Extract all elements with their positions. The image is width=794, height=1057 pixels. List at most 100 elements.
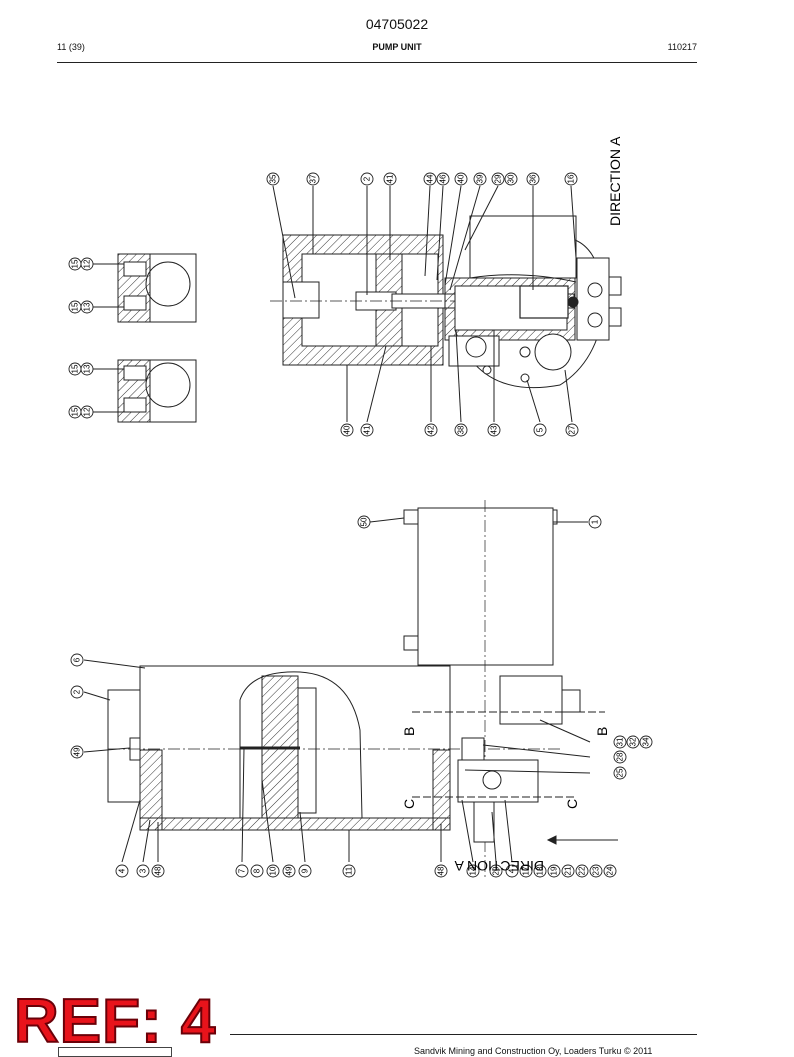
ref-stamp: REF: 4 (13, 986, 217, 1057)
callout-number: 40 (457, 174, 466, 183)
callout-callouts_lower_bottom_row-3: 7 (235, 864, 249, 878)
callout-callouts_lower_bottom_row-15: 19 (547, 864, 561, 878)
callout-callouts_left_details-3: 13 (80, 300, 94, 314)
valve-lower (499, 675, 563, 725)
callout-callouts_top_row-6: 40 (454, 172, 468, 186)
callout-callouts_top_row-3: 41 (383, 172, 397, 186)
callout-callouts_lower_bottom_row-11: 20 (489, 864, 503, 878)
callout-callouts_lower_bottom_row-0: 4 (115, 864, 129, 878)
callout-callouts_lower_bottom_row-18: 23 (589, 864, 603, 878)
callout-number: 17 (522, 866, 531, 875)
callout-callouts_left_details-2: 15 (68, 300, 82, 314)
callout-callouts_lower_bottom_row-4: 8 (250, 864, 264, 878)
callout-number: 37 (309, 174, 318, 183)
callout-callouts_lower_bottom_row-13: 17 (519, 864, 533, 878)
document-number: 04705022 (365, 16, 429, 32)
section-label-b-left: B (401, 727, 417, 736)
callout-number: 15 (71, 302, 80, 311)
callout-number: 8 (253, 868, 262, 873)
callout-callouts_lower_bottom_row-16: 21 (561, 864, 575, 878)
top-section-view (270, 185, 622, 423)
callout-number: 40 (343, 425, 352, 434)
header-rule (57, 62, 697, 63)
callout-number: 3 (139, 868, 148, 873)
callout-callouts_lower_bottom_row-7: 9 (298, 864, 312, 878)
callout-number: 36 (529, 174, 538, 183)
callout-callouts_lower_bottom_row-1: 3 (136, 864, 150, 878)
callout-callouts_top_row-5: 46 (436, 172, 450, 186)
callout-number: 41 (386, 174, 395, 183)
callout-number: 11 (345, 866, 354, 875)
document-title: PUMP UNIT (372, 42, 422, 52)
callout-number: 30 (507, 174, 516, 183)
callout-number: 7 (238, 868, 247, 873)
callout-callouts_lower_bottom_row-2: 48 (151, 864, 165, 878)
callout-number: 22 (578, 866, 587, 875)
callout-callouts_left_details-0: 15 (68, 257, 82, 271)
callout-callouts_top_bottom_row-0: 40 (340, 423, 354, 437)
callout-number: 50 (360, 517, 369, 526)
callout-number: 49 (285, 866, 294, 875)
callout-number: 23 (592, 866, 601, 875)
callout-number: 43 (490, 425, 499, 434)
callout-callouts_top_row-4: 44 (423, 172, 437, 186)
page-counter: 11 (39) (57, 42, 85, 52)
callout-callouts_lower_side-0: 50 (357, 515, 371, 529)
callout-callouts_top_row-9: 30 (504, 172, 518, 186)
lower-elevation-view (83, 500, 618, 880)
callout-number: 15 (71, 259, 80, 268)
callout-callouts_left_details-5: 13 (80, 362, 94, 376)
callout-callouts_lower_side-7: 34 (639, 735, 653, 749)
callout-number: 10 (269, 866, 278, 875)
callout-callouts_lower_bottom_row-5: 10 (266, 864, 280, 878)
detail-views (82, 253, 197, 423)
motor-lower (417, 507, 554, 666)
callout-number: 18 (536, 866, 545, 875)
end-cap (282, 281, 320, 319)
callout-number: 9 (301, 868, 310, 873)
callout-number: 31 (616, 737, 625, 746)
callout-number: 1 (591, 519, 600, 524)
callout-number: 4 (118, 868, 127, 873)
callout-callouts_left_details-6: 15 (68, 405, 82, 419)
callout-number: 20 (492, 866, 501, 875)
callout-number: 14 (469, 866, 478, 875)
callout-number: 38 (457, 425, 466, 434)
gauge (534, 333, 572, 371)
callout-number: 42 (427, 425, 436, 434)
callout-number: 21 (564, 866, 573, 875)
callout-callouts_left_details-1: 12 (80, 257, 94, 271)
callout-callouts_top_bottom_row-2: 42 (424, 423, 438, 437)
callout-callouts_lower_bottom_row-8: 11 (342, 864, 356, 878)
callout-number: 2 (73, 689, 82, 694)
callout-number: 19 (550, 866, 559, 875)
callout-number: 39 (476, 174, 485, 183)
callout-number: 12 (83, 407, 92, 416)
valve-block (576, 257, 610, 341)
callout-number: 35 (269, 174, 278, 183)
callout-callouts_top_bottom_row-1: 41 (360, 423, 374, 437)
callout-callouts_top_bottom_row-3: 38 (454, 423, 468, 437)
callout-callouts_top_row-11: 16 (564, 172, 578, 186)
callout-callouts_lower_bottom_row-12: 4 (505, 864, 519, 878)
section-label-c-left: C (401, 799, 417, 809)
callout-callouts_lower_bottom_row-6: 49 (282, 864, 296, 878)
callout-number: 4 (508, 868, 517, 873)
callout-callouts_lower_side-2: 6 (70, 653, 84, 667)
callout-number: 34 (642, 737, 651, 746)
callout-number: 16 (567, 174, 576, 183)
callout-number: 24 (606, 866, 615, 875)
callout-number: 25 (616, 768, 625, 777)
callout-callouts_lower_bottom_row-14: 18 (533, 864, 547, 878)
callout-number: 46 (439, 174, 448, 183)
callout-number: 48 (154, 866, 163, 875)
callout-callouts_top_bottom_row-6: 27 (565, 423, 579, 437)
callout-number: 12 (83, 259, 92, 268)
callout-callouts_lower_bottom_row-19: 24 (603, 864, 617, 878)
callout-number: 49 (73, 747, 82, 756)
callout-number: 28 (616, 752, 625, 761)
callout-callouts_top_bottom_row-5: 5 (533, 423, 547, 437)
callout-number: 15 (71, 364, 80, 373)
